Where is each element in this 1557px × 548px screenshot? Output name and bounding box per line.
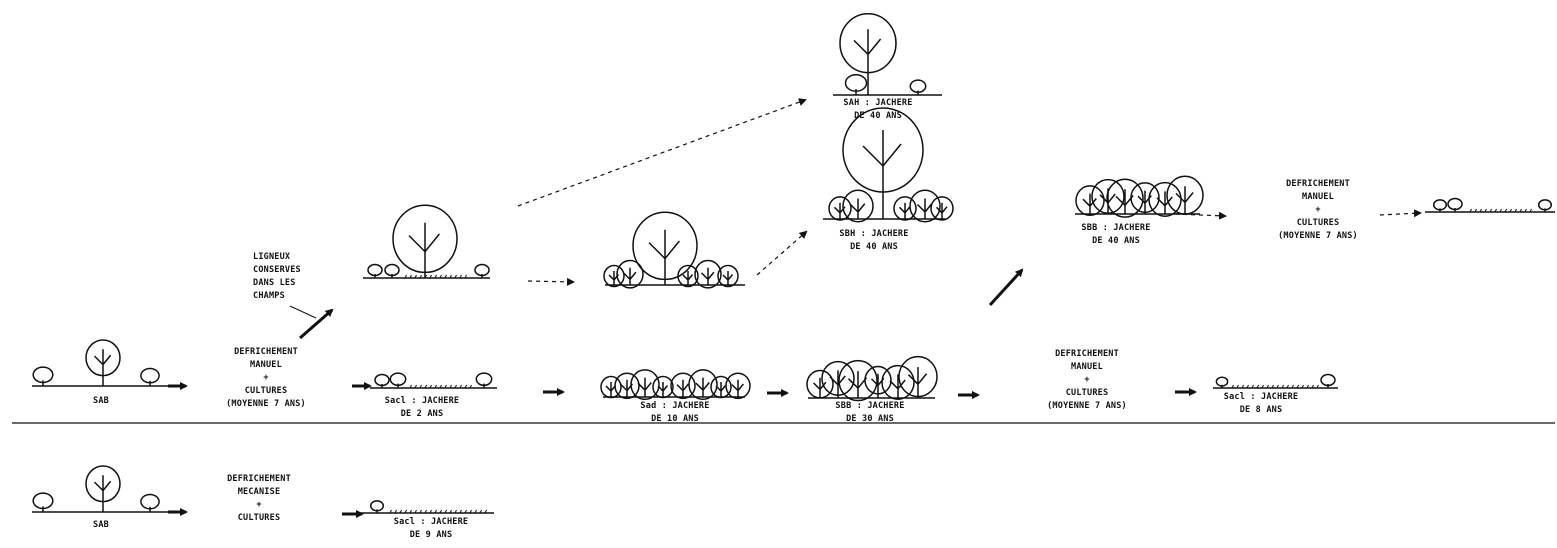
defrichement-mecanise-text: DEFRICHEMENT MECANISE + CULTURES (227, 473, 291, 525)
sab-top-tree-large-trunk (95, 349, 111, 386)
sbb30-tree-3-trunk (849, 371, 867, 398)
mixed-forest-tree-5-trunk (723, 271, 733, 285)
sbb30-tree-1 (807, 371, 833, 398)
ligneux-field-tree-large (393, 205, 457, 278)
sah40-tree-large (840, 14, 896, 95)
sacl-8-caption: Sacl : JACHERE DE 8 ANS (1224, 391, 1298, 417)
sbb40-tree-4 (1131, 183, 1159, 214)
sab-bottom-tree-large (86, 466, 120, 512)
sab-bottom-label: SAB (93, 519, 109, 532)
sacl8-bush-2 (1321, 375, 1335, 389)
ligneux-conserves-text: LIGNEUX CONSERVES DANS LES CHAMPS (253, 251, 301, 303)
ligneux-field-bush-2 (385, 265, 399, 279)
sad10-tree-4 (653, 377, 673, 398)
defrichement-manuel-2-text: DEFRICHEMENT MANUEL + CULTURES (MOYENNE … (1047, 348, 1127, 413)
sbb40-tree-6 (1167, 176, 1203, 214)
final-field-bush-1 (1434, 200, 1447, 212)
ligneux-field-bush-2-crown (385, 265, 399, 276)
sbh40-tree-3 (894, 197, 916, 220)
sacl2-bush-2-crown (390, 373, 405, 385)
sbb30-tree-4 (865, 367, 891, 398)
final-field-bush-3 (1539, 200, 1552, 212)
sah40-bush-2-crown (910, 80, 925, 92)
sbb30-tree-3 (839, 361, 877, 401)
sah40-bush-1-crown (846, 75, 867, 92)
sbh40-tree-5-trunk (937, 203, 947, 219)
final-field-bush-1-crown (1434, 200, 1447, 210)
ligneux-pointer (290, 306, 316, 318)
sab-top-bush-left-crown (33, 367, 53, 382)
sah40-tree-large-trunk (854, 29, 881, 95)
sbh40-tree-5 (931, 197, 953, 220)
final-field-bush-3-crown (1539, 200, 1552, 210)
sbh40-tree-2-trunk (851, 199, 865, 220)
sad-10-caption: Sad : JACHERE DE 10 ANS (640, 400, 709, 426)
sacl2-bush-1 (375, 375, 389, 389)
sbb30-tree-6 (899, 357, 937, 398)
sad10-tree-3-trunk (638, 378, 651, 397)
final-field-bush-2 (1448, 199, 1462, 213)
sad10-tree-1-trunk (606, 382, 616, 397)
sacl-2-caption: Sacl : JACHERE DE 2 ANS (385, 395, 459, 421)
sab-top-bush-right (141, 368, 159, 386)
ligneux-field-bush-3-crown (475, 265, 489, 276)
sacl8-bush-1 (1216, 377, 1227, 388)
final-field-bush-2-crown (1448, 199, 1462, 210)
sacl2-bush-3-crown (476, 373, 491, 385)
sacl2-bush-3 (476, 373, 491, 388)
sbb30-tree-5-trunk (890, 374, 905, 398)
mixed-forest-tree-2 (617, 261, 643, 288)
sab-top-bush-right-crown (141, 368, 159, 382)
sacl9-bush (371, 501, 384, 513)
sbh40-tree-large-trunk (863, 130, 901, 219)
sab-bottom-bush-left (33, 493, 53, 512)
sbh40-tree-4-trunk (918, 199, 932, 220)
ligneux-field-bush-1 (368, 265, 382, 279)
dashed-arrow-to-sah40 (518, 100, 805, 206)
ligneux-field-bush-1-crown (368, 265, 382, 276)
mixed-forest-tree-2-trunk (624, 268, 636, 285)
dashed-arrow-to-sbh40 (757, 232, 806, 275)
sad10-tree-5-trunk (677, 380, 688, 397)
sad10-tree-6 (689, 370, 717, 399)
sacl9-bush-crown (371, 501, 384, 511)
sab-top-label: SAB (93, 395, 109, 408)
sbb-30-caption: SBB : JACHERE DE 30 ANS (835, 400, 904, 426)
sacl2-bush-1-crown (375, 375, 389, 386)
sacl8-bush-1-crown (1216, 377, 1227, 386)
ligneux-field-bush-3 (475, 265, 489, 279)
sbh40-tree-2 (843, 190, 873, 222)
sad10-tree-3 (631, 370, 659, 399)
sab-bottom-bush-left-crown (33, 493, 53, 508)
mixed-forest-tree-4-trunk (702, 268, 714, 285)
sab-bottom-bush-right (141, 494, 159, 512)
sab-bottom-tree-large-trunk (95, 475, 111, 512)
sbb40-tree-2 (1092, 180, 1124, 214)
sab-top-bush-left (33, 367, 53, 386)
sah40-bush-2 (910, 80, 925, 95)
sacl2-bush-2 (390, 373, 405, 388)
sacl-9-caption: Sacl : JACHERE DE 9 ANS (394, 516, 468, 542)
sacl8-bush-2-crown (1321, 375, 1335, 386)
sad10-tree-8 (726, 373, 750, 398)
sbh40-tree-3-trunk (900, 203, 910, 219)
sbb-40-caption: SBB : JACHERE DE 40 ANS (1081, 222, 1150, 248)
defrichement-manuel-1-text: DEFRICHEMENT MANUEL + CULTURES (MOYENNE … (226, 346, 306, 411)
mixed-forest-tree-4 (695, 261, 721, 288)
sab-top-tree-large (86, 340, 120, 386)
sbb40-tree-3-trunk (1116, 189, 1133, 214)
sbh-40-caption: SBH : JACHERE DE 40 ANS (839, 228, 908, 254)
sah40-bush-1 (846, 75, 867, 95)
sad10-tree-8-trunk (732, 380, 743, 397)
sad10-tree-6-trunk (696, 378, 709, 397)
dashed-arrow-defrichement3-to-field (1380, 213, 1420, 215)
sab-bottom-bush-right-crown (141, 494, 159, 508)
sah-40-caption: SAH : JACHERE DE 40 ANS (843, 97, 912, 123)
arrow-to-sbb40 (990, 270, 1022, 305)
arrow-to-ligneux-field (300, 310, 332, 338)
dashed-arrow-to-forest (528, 281, 573, 282)
defrichement-manuel-3-text: DEFRICHEMENT MANUEL + CULTURES (MOYENNE … (1278, 178, 1358, 243)
